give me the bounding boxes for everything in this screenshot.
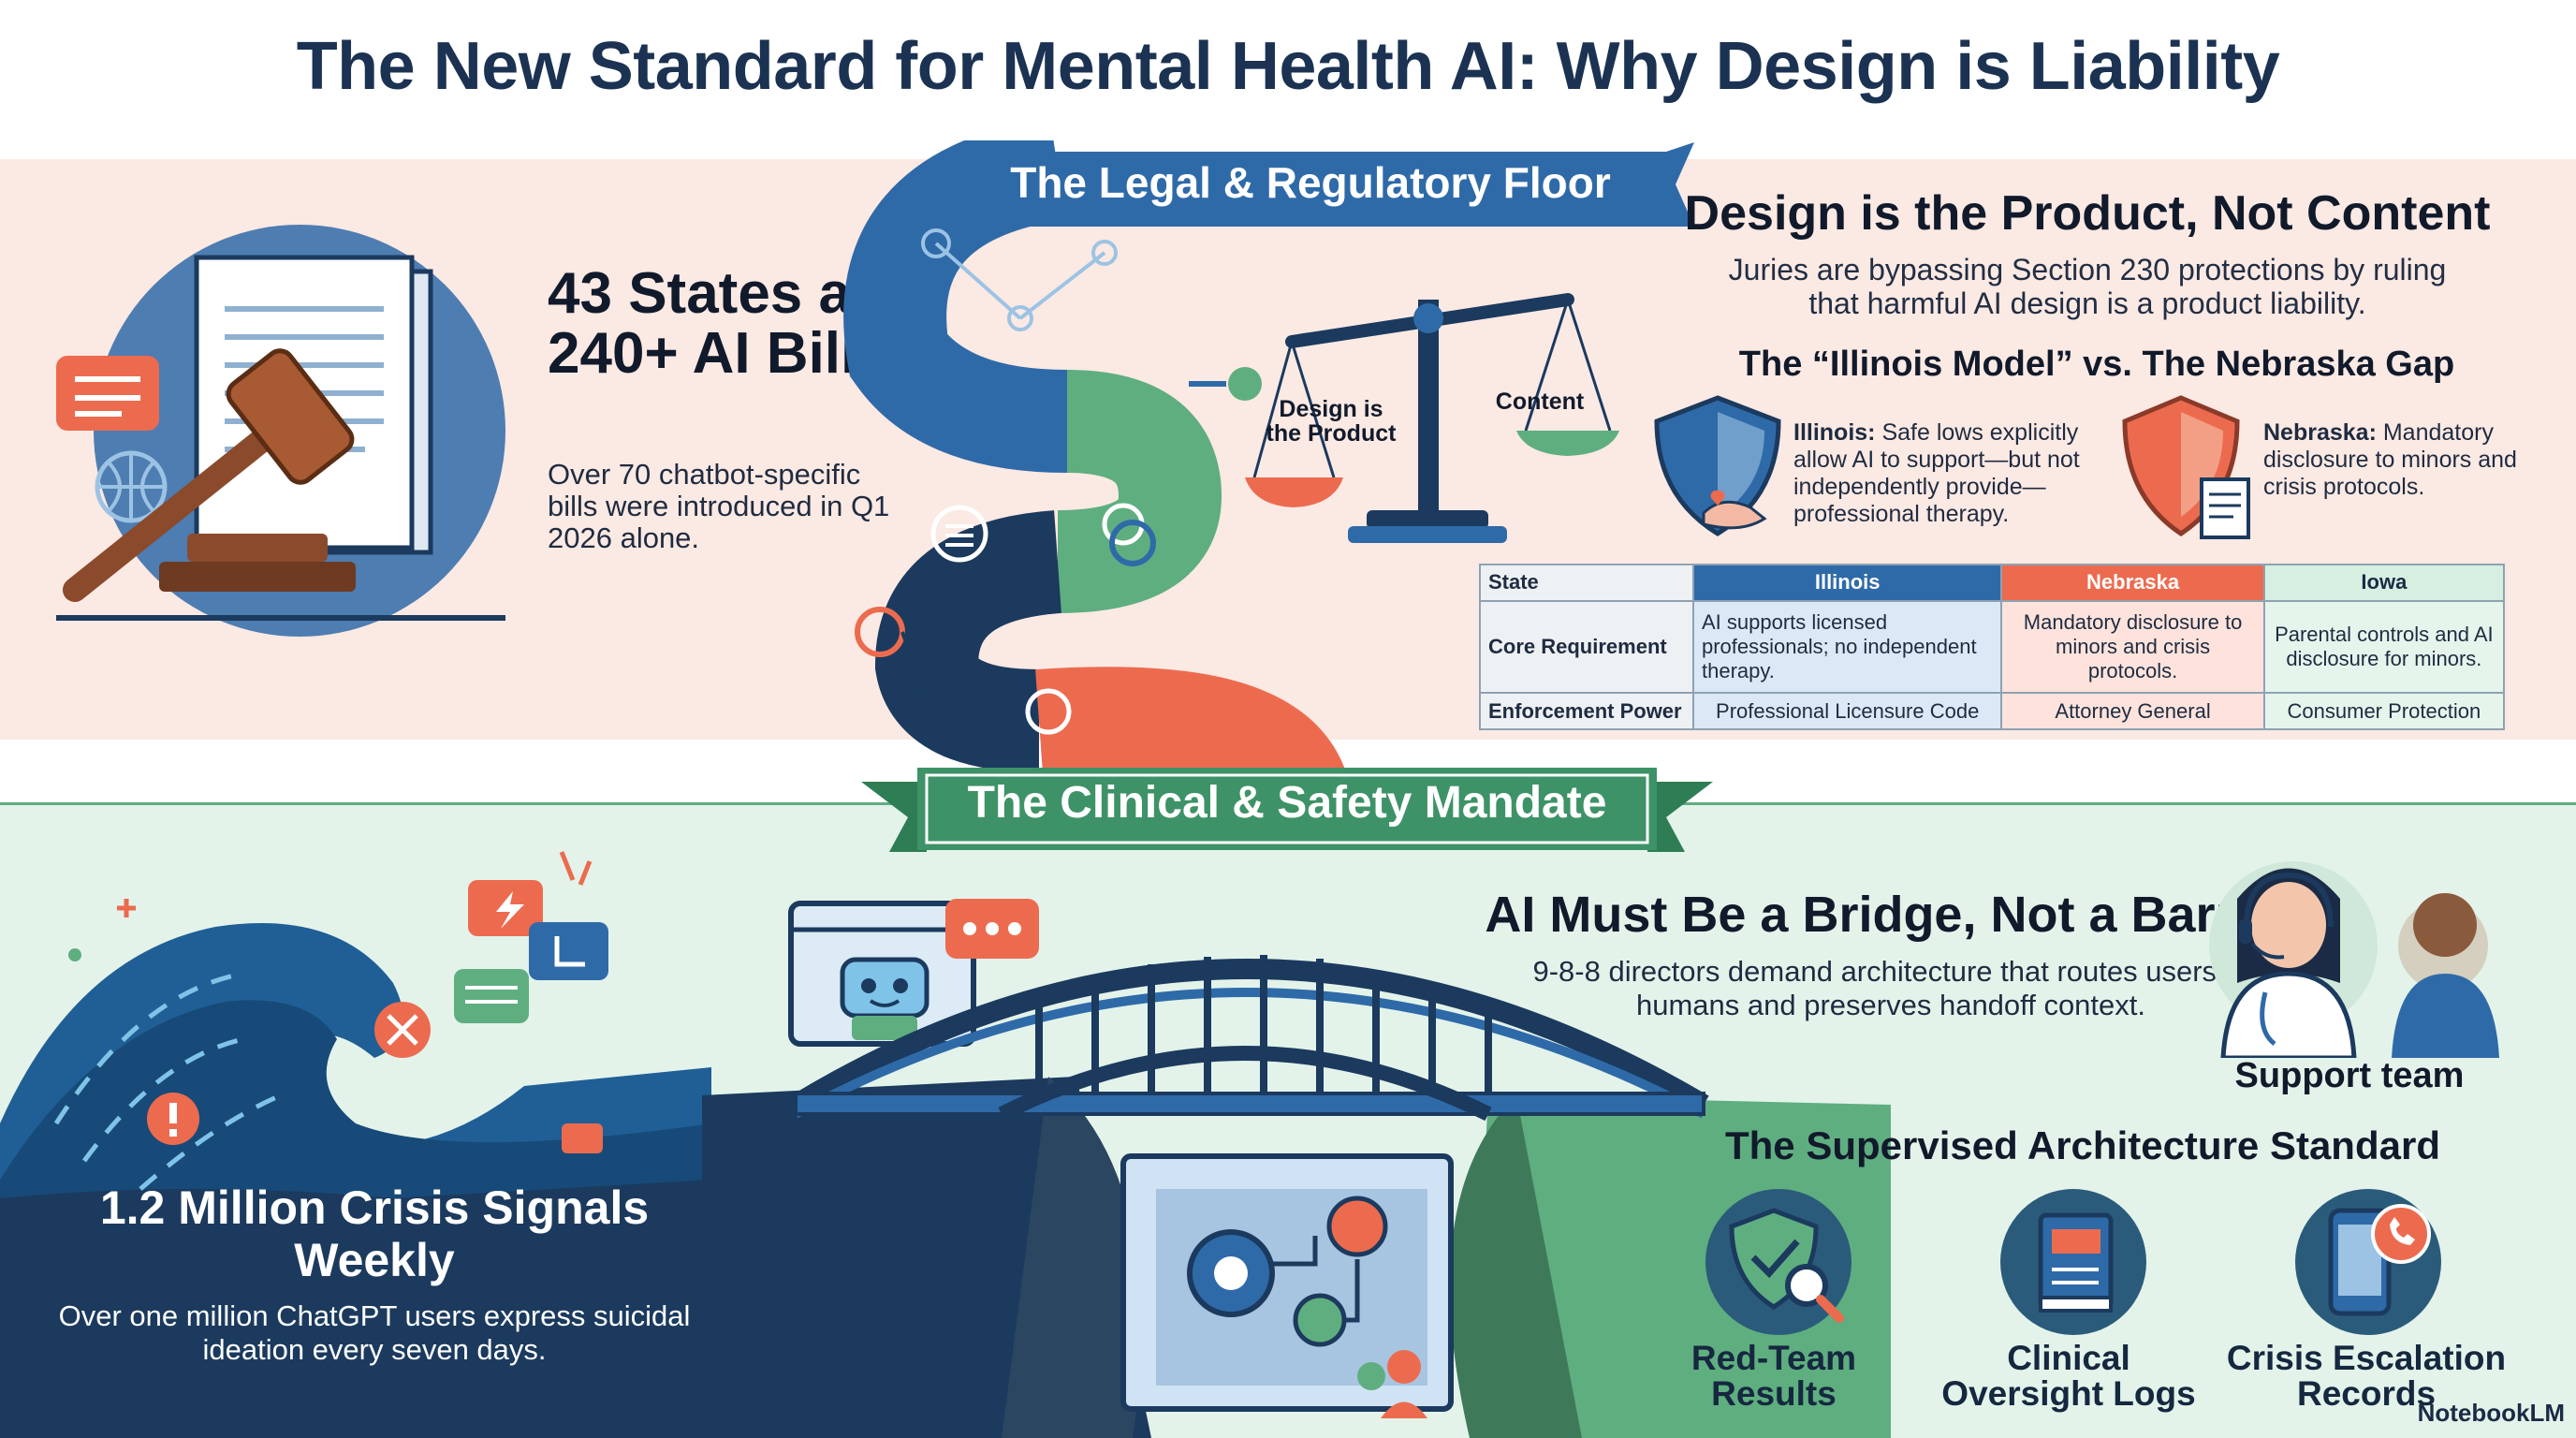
state-comparison-table: State Illinois Nebraska Iowa Core Requir…	[1479, 564, 2506, 730]
bridge-not-barrier-title: AI Must Be a Bridge, Not a Barrier	[1485, 887, 2297, 943]
design-product-detail: Juries are bypassing Section 230 protect…	[1728, 253, 2447, 320]
shield-magnifier-icon	[1705, 1189, 1852, 1335]
crisis-escalation-records-label: Crisis Escalation Records	[2226, 1339, 2507, 1413]
bridge-illustration	[702, 955, 1891, 1438]
table-header-iowa: Iowa	[2262, 564, 2506, 602]
scale-of-justice-icon	[1245, 293, 1619, 543]
row-label-core-requirement: Core Requirement	[1479, 599, 1694, 695]
crisis-signals-detail: Over one million ChatGPT users express s…	[58, 1299, 691, 1366]
nebraska-label: Nebraska:	[2263, 419, 2377, 446]
clinical-oversight-logs-label: Clinical Oversight Logs	[1941, 1339, 2196, 1413]
support-team-label: Support team	[2234, 1056, 2465, 1095]
cell-illinois-enforcement: Professional Licensure Code	[1691, 692, 2003, 730]
scale-right-label: Content	[1495, 389, 1585, 415]
cell-nebraska-enforcement: Attorney General	[2000, 692, 2265, 730]
table-header-nebraska: Nebraska	[2000, 564, 2265, 602]
cell-iowa-core: Parental controls and AI disclosure for …	[2262, 599, 2506, 695]
red-team-results-label: Red-Team Results	[1690, 1339, 1857, 1413]
illinois-model-title: The “Illinois Model” vs. The Nebraska Ga…	[1738, 345, 2455, 384]
illinois-description: Illinois: Safe lows explicitly allow AI …	[1793, 419, 2102, 528]
illinois-text: Safe lows explicitly allow AI to support…	[1793, 419, 2080, 527]
table-row: Enforcement Power Professional Licensure…	[1479, 692, 2506, 730]
nebraska-shield-document-icon	[2122, 395, 2250, 539]
clinical-banner-ribbon	[861, 768, 1713, 852]
row-label-enforcement-power: Enforcement Power	[1479, 692, 1694, 730]
page-title: The New Standard for Mental Health AI: W…	[296, 29, 2280, 104]
notebooklm-watermark: NotebookLM	[2417, 1399, 2565, 1427]
crisis-signals-title: 1.2 Million Crisis Signals Weekly	[99, 1181, 650, 1286]
support-team-icon	[2209, 861, 2499, 1058]
bridge-not-barrier-detail: 9-8-8 directors demand architecture that…	[1532, 955, 2249, 1021]
nebraska-description: Nebraska: Mandatory disclosure to minors…	[2263, 419, 2535, 501]
cell-nebraska-core: Mandatory disclosure to minors and crisi…	[2000, 599, 2265, 695]
table-header-illinois: Illinois	[1691, 564, 2003, 602]
legal-banner-ribbon	[945, 142, 1694, 227]
gavel-documents-illustration	[56, 225, 505, 637]
phone-alert-icon	[2295, 1189, 2441, 1335]
chatbot-robot-icon	[788, 899, 1039, 1047]
clinical-section-banner: The Clinical & Safety Mandate	[967, 778, 1607, 828]
table-row: Core Requirement AI supports licensed pr…	[1479, 599, 2506, 695]
legal-section-banner: The Legal & Regulatory Floor	[1010, 158, 1611, 207]
supervised-architecture-title: The Supervised Architecture Standard	[1725, 1123, 2440, 1167]
illinois-label: Illinois:	[1793, 419, 1876, 446]
crisis-wave-illustration	[0, 851, 711, 1438]
scale-left-label: Design is the Product	[1266, 396, 1397, 447]
table-header-state: State	[1479, 564, 1694, 602]
state-bill-count-detail: Over 70 chatbot-specific bills were intr…	[548, 458, 890, 554]
cell-iowa-enforcement: Consumer Protection	[2262, 692, 2506, 730]
nebraska-text: Mandatory disclosure to minors and crisi…	[2263, 419, 2517, 500]
cell-illinois-core: AI supports licensed professionals; no i…	[1691, 599, 2003, 695]
table-header-row: State Illinois Nebraska Iowa	[1479, 564, 2506, 602]
architecture-blueprint-icon	[1120, 1153, 1454, 1418]
illinois-shield-icon	[1654, 395, 1781, 536]
book-icon	[2000, 1189, 2146, 1335]
design-product-title: Design is the Product, Not Content	[1684, 186, 2491, 241]
